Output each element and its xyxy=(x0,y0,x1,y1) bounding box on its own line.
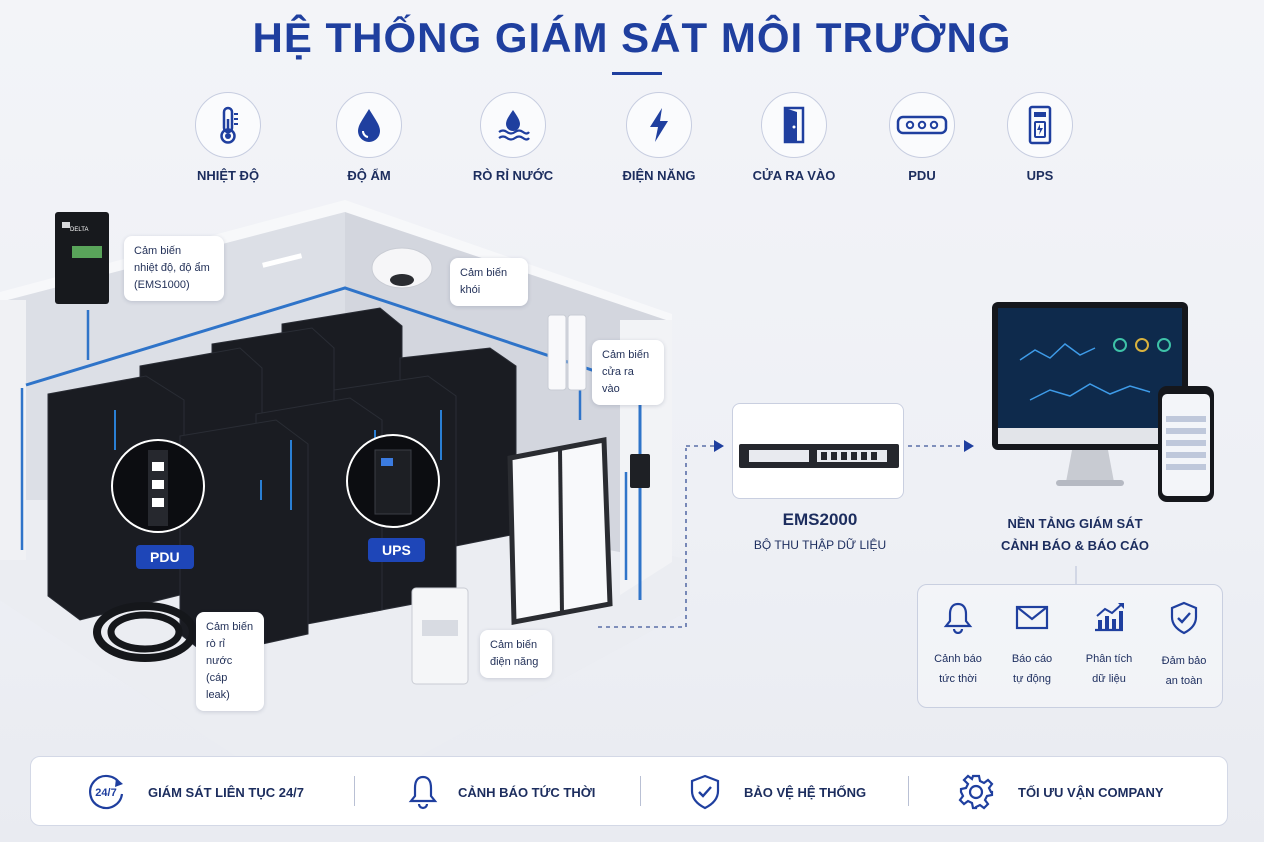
sensor-pdu: PDU xyxy=(857,92,987,183)
callout-line: cửa ra vào xyxy=(602,366,634,395)
sensor-humidity: ĐỘ ẨM xyxy=(304,92,434,183)
sensor-label: ĐỘ ẨM xyxy=(347,168,391,183)
callout-line: Cảm biến xyxy=(206,621,254,633)
callout-line: nhiệt độ, độ ẩm xyxy=(134,262,210,274)
benefit-label: TỐI ƯU VẬN COMPANY xyxy=(1018,784,1164,800)
sensor-door: CỬA RA VÀO xyxy=(729,92,859,183)
divider xyxy=(908,776,909,806)
sensor-label: CỬA RA VÀO xyxy=(752,168,836,183)
sensor-label: NHIỆT ĐỘ xyxy=(196,168,260,183)
callout-line: Cảm biến xyxy=(460,267,508,279)
feature-data-analysis: Phân tích dữ liệu xyxy=(1071,600,1147,689)
feature-auto-report: Báo cáo tự động xyxy=(994,600,1070,689)
thermometer-icon xyxy=(195,92,261,158)
callout-leak: Cảm biến rò rỉ nước (cáp leak) xyxy=(196,612,264,711)
pdu-icon xyxy=(889,92,955,158)
benefit-label: BẢO VỆ HỆ THỐNG xyxy=(744,784,867,800)
feature-label: dữ liệu xyxy=(1092,673,1126,685)
collector-name: EMS2000 xyxy=(782,510,858,529)
feature-label: Cảnh báo xyxy=(934,653,982,665)
benefit-system-protection: BẢO VỆ HỆ THỐNG xyxy=(688,772,866,812)
sensor-ups: UPS xyxy=(975,92,1105,183)
chart-icon xyxy=(1095,603,1124,632)
divider xyxy=(640,776,641,806)
mail-icon xyxy=(1015,605,1049,630)
callout-line: Cảm biến xyxy=(134,245,182,257)
door-icon xyxy=(761,92,827,158)
callout-line: điện năng xyxy=(490,656,539,668)
callout-temp-humidity: Cảm biến nhiệt độ, độ ẩm (EMS1000) xyxy=(124,236,224,301)
feature-label: Đảm bảo xyxy=(1161,655,1207,667)
shield-check-icon xyxy=(1170,601,1198,635)
feature-instant-alert: Cảnh báo tức thời xyxy=(920,600,996,689)
bottom-benefits-bar xyxy=(30,756,1228,826)
page-title: HỆ THỐNG GIÁM SÁT MÔI TRƯỜNG xyxy=(252,14,1012,61)
bell-icon xyxy=(943,602,973,635)
features-panel xyxy=(917,584,1223,708)
shield-check-icon xyxy=(690,774,720,810)
arrow-to-platform xyxy=(908,440,974,452)
collector-box xyxy=(732,403,904,499)
callout-smoke: Cảm biến khói xyxy=(450,258,528,306)
divider xyxy=(354,776,355,806)
callout-line: (EMS1000) xyxy=(134,279,190,291)
water-drop-icon xyxy=(336,92,402,158)
callout-line: khói xyxy=(460,284,481,296)
sensor-label: ĐIỆN NĂNG xyxy=(622,168,696,183)
ups-badge: UPS xyxy=(368,538,425,562)
callout-door: Cảm biến cửa ra vào xyxy=(592,340,664,405)
device-brand-label: DELTA xyxy=(70,227,88,233)
benefit-label: GIÁM SÁT LIÊN TỤC 24/7 xyxy=(148,784,305,800)
feature-label: Báo cáo xyxy=(1011,653,1053,665)
server-room-illustration: DELTA xyxy=(0,200,690,756)
clock-247-icon: 24/7 xyxy=(89,774,124,810)
gear-icon xyxy=(958,774,994,810)
sensor-label: UPS xyxy=(1026,168,1054,183)
benefit-instant-alert: CẢNH BÁO TỨC THỜI xyxy=(406,772,595,812)
feature-safety: Đảm bảo an toàn xyxy=(1146,600,1222,691)
benefit-label: CẢNH BÁO TỨC THỜI xyxy=(458,784,596,800)
water-leak-icon xyxy=(480,92,546,158)
monitor-dashboard-illustration xyxy=(992,302,1214,502)
platform-title-line1: NỀN TẢNG GIÁM SÁT xyxy=(1007,516,1143,531)
collector-device-icon xyxy=(739,444,899,468)
feature-label: tức thời xyxy=(939,673,977,685)
sensor-water-leak: RÒ RỈ NƯỚC xyxy=(448,92,578,183)
callout-line: rò rỉ nước xyxy=(206,638,233,667)
sensor-label: PDU xyxy=(908,168,936,183)
platform-title-line2: CẢNH BÁO & BÁO CÁO xyxy=(1000,538,1150,553)
benefit-optimization: TỐI ƯU VẬN COMPANY xyxy=(956,772,1164,812)
lightning-icon xyxy=(626,92,692,158)
arrow-to-collector xyxy=(686,440,724,452)
pdu-badge: PDU xyxy=(136,545,194,569)
callout-line: Cảm biến xyxy=(602,349,650,361)
sensor-temperature: NHIỆT ĐỘ xyxy=(163,92,293,183)
bell-icon xyxy=(408,775,438,810)
benefit-continuous-monitoring: 24/7 GIÁM SÁT LIÊN TỤC 24/7 xyxy=(86,772,304,812)
callout-line: Cảm biến xyxy=(490,639,538,651)
callout-power: Cảm biến điện năng xyxy=(480,630,552,678)
ups-icon xyxy=(1007,92,1073,158)
sensor-label: RÒ RỈ NƯỚC xyxy=(472,168,554,183)
feature-label: Phân tích xyxy=(1085,653,1133,665)
clock-247-text: 24/7 xyxy=(95,787,116,799)
callout-line: (cáp leak) xyxy=(206,672,230,701)
platform-title: NỀN TẢNG GIÁM SÁT CẢNH BÁO & BÁO CÁO xyxy=(960,513,1190,557)
sensor-power: ĐIỆN NĂNG xyxy=(594,92,724,183)
title-underline xyxy=(612,72,662,75)
connector-notch xyxy=(1075,566,1077,584)
feature-label: tự động xyxy=(1013,673,1051,685)
feature-label: an toàn xyxy=(1165,675,1203,687)
collector-subtitle: BỘ THU THẬP DỮ LIỆU xyxy=(753,538,887,552)
